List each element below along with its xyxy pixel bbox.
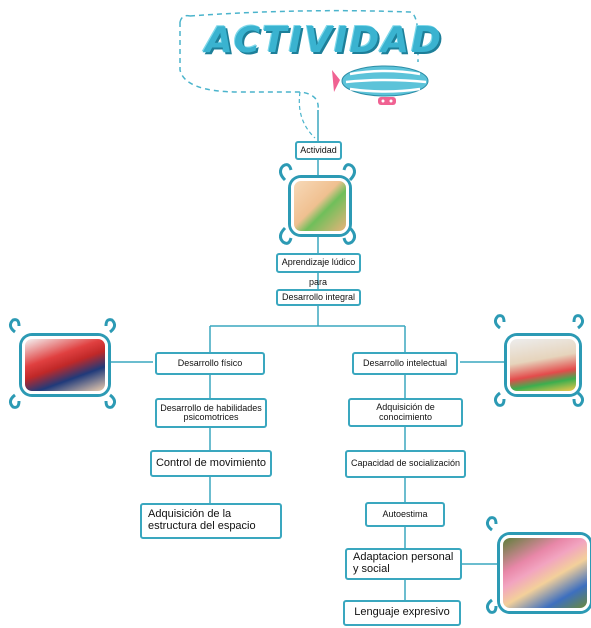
node-autoestima: Autoestima: [365, 502, 445, 527]
label-para: para: [308, 277, 327, 287]
node-desarrollo-intelectual: Desarrollo intelectual: [352, 352, 458, 375]
node-desarrollo-integral: Desarrollo integral: [276, 289, 361, 306]
child-exercise-photo: [22, 336, 108, 394]
blindfolded-child-photo: [500, 535, 590, 611]
blimp-icon: [332, 65, 429, 105]
node-lenguaje-expresivo: Lenguaje expresivo: [343, 600, 461, 626]
node-adquisicion-conocimiento: Adquisición de conocimiento: [348, 398, 463, 427]
node-habilidades-psicomotrices: Desarrollo de habilidades psicomotrices: [155, 398, 267, 428]
dashed-frame: [179, 9, 419, 111]
node-capacidad-socializacion: Capacidad de socialización: [345, 450, 466, 478]
swirl-decoration: [8, 163, 585, 614]
node-desarrollo-fisico: Desarrollo físico: [155, 352, 265, 375]
node-control-movimiento: Control de movimiento: [150, 450, 272, 477]
page-title: ACTIVIDAD: [205, 20, 444, 61]
node-actividad: Actividad: [295, 141, 342, 160]
baby-toys-photo: [507, 336, 579, 394]
child-painting-photo: [291, 178, 349, 234]
node-adaptacion-personal-social: Adaptacion personal y social: [345, 548, 462, 580]
node-aprendizaje-ludico: Aprendizaje lúdico: [276, 253, 361, 273]
dashed-tail: [298, 91, 316, 139]
node-estructura-espacio: Adquisición de la estructura del espacio: [140, 503, 282, 539]
